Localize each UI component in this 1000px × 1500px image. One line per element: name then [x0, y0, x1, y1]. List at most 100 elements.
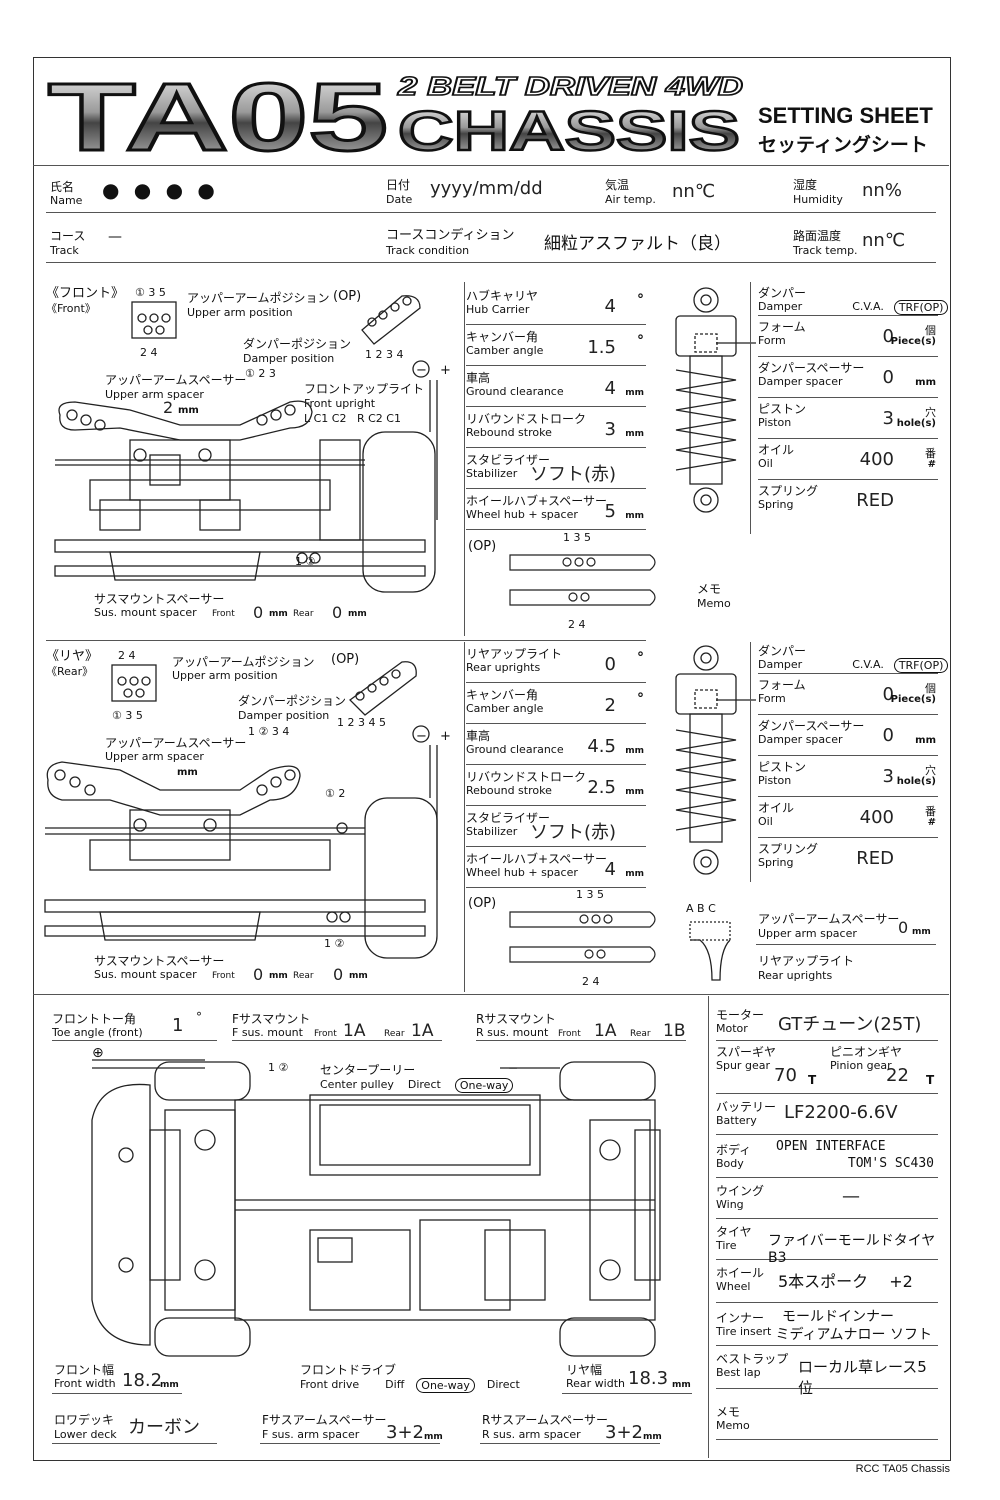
spec-value[interactable]: ファイバーモールドタイヤB3	[768, 1233, 936, 1266]
front-op-arm-label: (OP)	[468, 539, 497, 554]
damper-row-value[interactable]: RED	[856, 848, 894, 869]
date-field[interactable]: yyyy/mm/dd	[430, 178, 543, 199]
humidity-field[interactable]: nn%	[862, 180, 902, 201]
damper-row-value[interactable]: 400	[859, 449, 894, 470]
rmount-front-value[interactable]: 1A	[594, 1021, 617, 1041]
fmount-en: F sus. mount	[232, 1026, 303, 1039]
damper-row-value[interactable]: 0	[882, 684, 894, 705]
damper-row-value[interactable]: 0	[882, 367, 894, 388]
spec-value[interactable]: GTチューン(25T)	[778, 1014, 922, 1035]
lower-deck-jp: ロワデッキ	[54, 1413, 115, 1427]
setting-value[interactable]: 4	[604, 378, 616, 399]
setting-value[interactable]: 4.5	[587, 736, 616, 757]
front-title-en: 《Front》	[46, 302, 96, 315]
spec-value[interactable]: ローカル草レース5位	[798, 1358, 927, 1397]
setting-value[interactable]: 2.5	[587, 777, 616, 798]
insert-value-1[interactable]: モールドインナー	[782, 1309, 894, 1325]
name-field[interactable]: ● ● ● ●	[102, 178, 219, 202]
cva-option[interactable]: C.V.A.	[852, 300, 884, 313]
setting-unit: °	[637, 650, 644, 666]
setting-value[interactable]: 0	[604, 654, 616, 675]
damper-row-label-jp: ピストン	[758, 402, 807, 416]
f-arm-spacer-value[interactable]: 3+2	[386, 1422, 424, 1443]
setting-label-jp: キャンバー角	[466, 688, 539, 702]
damper-row-label-jp: スプリング	[758, 842, 819, 856]
cva-option[interactable]: C.V.A.	[852, 658, 884, 671]
track-temp-field[interactable]: nn℃	[862, 230, 906, 251]
setting-value[interactable]: 3	[604, 419, 616, 440]
fmount-front-value[interactable]: 1A	[343, 1021, 366, 1041]
fmount-jp: Fサスマウント	[232, 1012, 311, 1026]
rear-msp-rear-value[interactable]: 0	[333, 965, 344, 984]
damper-row-value[interactable]: 3	[882, 408, 894, 429]
front-drive-oneway[interactable]: One-way	[416, 1378, 475, 1393]
spec-value[interactable]: LF2200-6.6V	[784, 1102, 898, 1123]
rmount-jp: Rサスマウント	[476, 1012, 556, 1026]
pinion-label-jp: ピニオンギヤ	[830, 1045, 903, 1059]
spec-label-jp: メモ	[716, 1405, 741, 1419]
setting-value[interactable]: 4	[604, 859, 616, 880]
spec-row: ホイール Wheel 5本スポーク +2	[716, 1260, 938, 1303]
fmount-rear-value[interactable]: 1A	[411, 1021, 434, 1041]
setting-value[interactable]: ソフト(赤)	[529, 822, 616, 843]
r-arm-spacer-value[interactable]: 3+2	[605, 1422, 643, 1443]
spec-label-jp: ウイング	[716, 1184, 765, 1198]
front-title-jp: 《フロント》	[46, 286, 125, 301]
damper-row-label-en: Piston	[758, 774, 792, 787]
setting-value[interactable]: 1.5	[587, 337, 616, 358]
setting-label-jp: ホイールハブ+スペーサー	[466, 852, 607, 866]
front-uas-value[interactable]: 2	[163, 398, 174, 417]
pinion-unit: T	[926, 1073, 935, 1087]
damper-row-value[interactable]: 0	[882, 725, 894, 746]
front-msp-rear-value[interactable]: 0	[332, 603, 343, 622]
damper-row-label-en: Form	[758, 692, 786, 705]
setting-label-en: Rebound stroke	[466, 784, 552, 797]
pinion-value[interactable]: 22	[886, 1065, 909, 1086]
air-temp-field[interactable]: nn℃	[672, 181, 716, 202]
toe-unit: °	[196, 1010, 202, 1024]
toe-value[interactable]: 1	[172, 1015, 184, 1036]
center-pulley-direct[interactable]: Direct	[407, 1078, 441, 1091]
spec-label-en: Tire	[716, 1239, 737, 1252]
rear-width-value[interactable]: 18.3	[628, 1368, 669, 1389]
center-pulley-oneway[interactable]: One-way	[454, 1078, 514, 1093]
setting-value[interactable]: ソフト(赤)	[529, 464, 616, 485]
front-msp-front-value[interactable]: 0	[253, 603, 264, 622]
body-value-2[interactable]: TOM'S SC430	[847, 1156, 934, 1171]
damper-row-value[interactable]: 400	[859, 807, 894, 828]
rear-dp-en: Damper position	[238, 709, 330, 722]
setting-value[interactable]: 4	[604, 296, 616, 317]
body-value-1[interactable]: OPEN INTERFACE	[776, 1139, 886, 1154]
front-drive-direct[interactable]: Direct	[486, 1378, 520, 1391]
setting-value[interactable]: 2	[604, 695, 616, 716]
trf-option[interactable]: TRF(OP)	[893, 658, 949, 673]
damper-row-value[interactable]: 3	[882, 766, 894, 787]
rear-ua-spacer2-value[interactable]: 0	[898, 918, 909, 937]
insert-value-2[interactable]: ミディアムナロー ソフト	[775, 1327, 933, 1343]
front-width-value[interactable]: 18.2	[122, 1370, 163, 1391]
setting-unit: °	[637, 333, 644, 349]
name-label-en: Name	[50, 194, 83, 207]
mm-unit: mm	[269, 971, 288, 981]
lower-deck-value[interactable]: カーボン	[128, 1417, 200, 1438]
front-drive-diff[interactable]: Diff	[385, 1378, 405, 1391]
specs-panel: モーター Motor GTチューン(25T) スパーギヤ Spur gear 7…	[716, 1004, 938, 1440]
spec-value[interactable]: 5本スポーク +2	[778, 1272, 913, 1291]
rmount-rear-value[interactable]: 1B	[663, 1021, 686, 1041]
setting-value[interactable]: 5	[604, 501, 616, 522]
rmount-rear-label: Rear	[630, 1029, 651, 1039]
spec-value[interactable]: —	[842, 1186, 860, 1207]
damper-row-value[interactable]: RED	[856, 490, 894, 511]
damper-row-unit-en: Piece(s)	[890, 694, 936, 705]
trf-option[interactable]: TRF(OP)	[893, 300, 949, 315]
track-condition-field[interactable]: 細粒アスファルト（良）	[544, 234, 731, 254]
spur-value[interactable]: 70	[774, 1065, 797, 1086]
rear-msp-front-value[interactable]: 0	[253, 965, 264, 984]
damper-row-value[interactable]: 0	[882, 326, 894, 347]
track-field[interactable]: —	[108, 229, 122, 245]
